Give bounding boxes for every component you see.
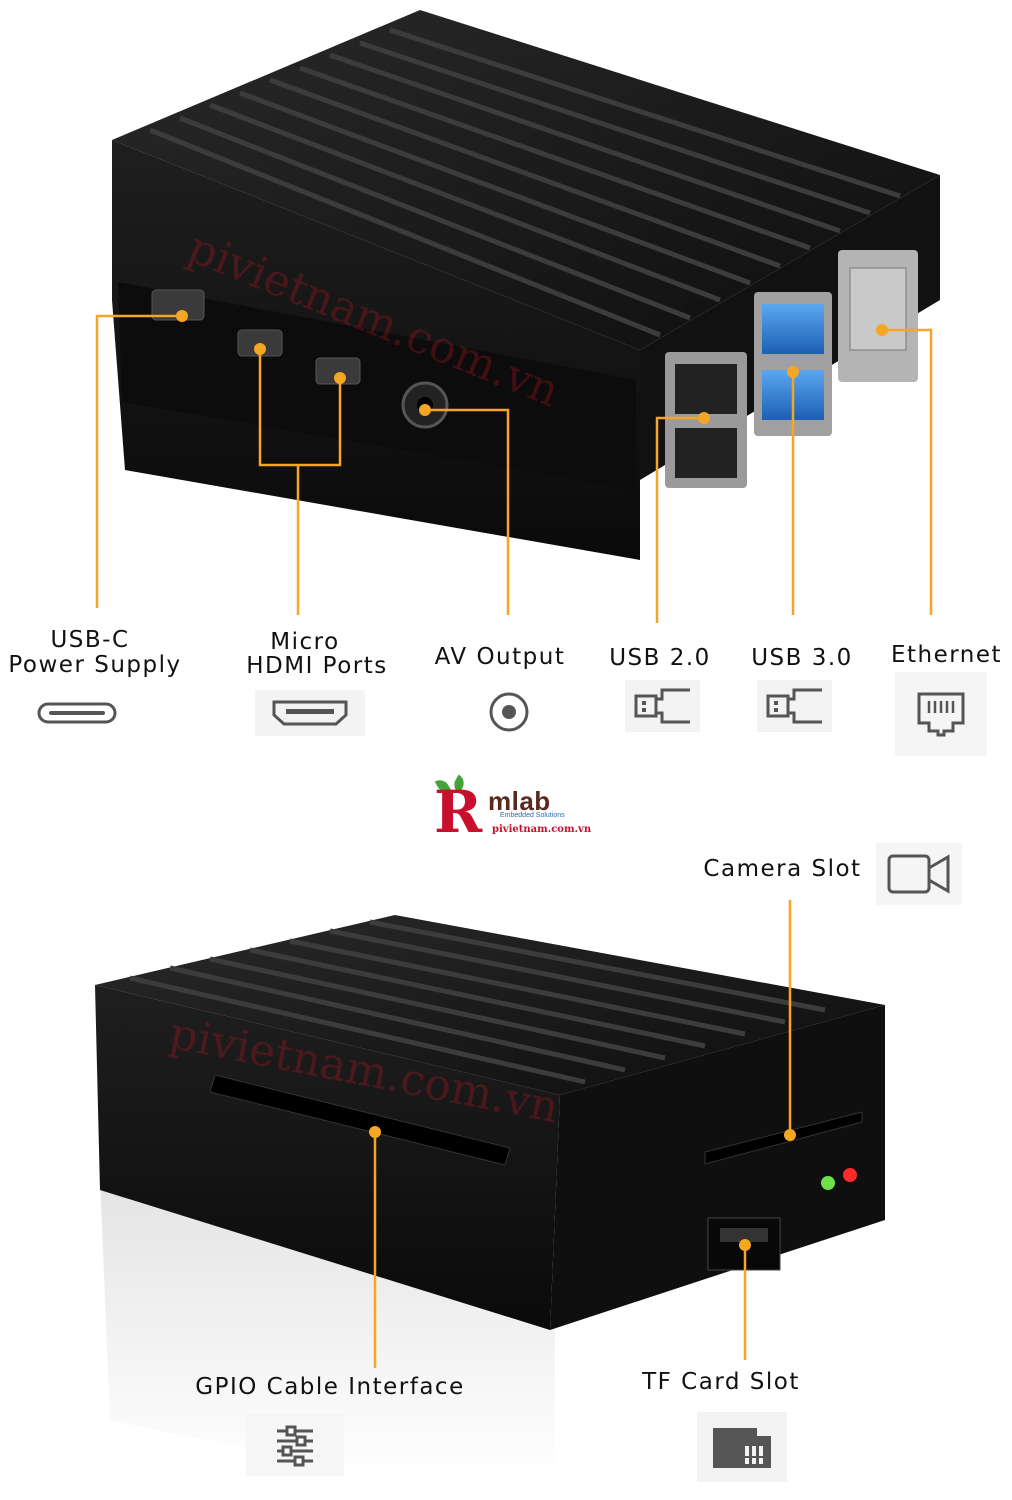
av-output-icon xyxy=(482,688,536,736)
label-tf-card: TF Card Slot xyxy=(642,1369,800,1395)
usb-c-icon xyxy=(34,694,120,732)
logo-letter: R xyxy=(434,778,483,846)
bottom-case xyxy=(95,915,885,1480)
label-usb3: USB 3.0 xyxy=(751,645,853,671)
hdmi-icon xyxy=(255,690,365,736)
top-case-fins xyxy=(149,27,901,338)
top-leader-dots xyxy=(176,310,888,424)
label-av-output: AV Output xyxy=(434,644,566,670)
label-hdmi-line1: Micro xyxy=(270,629,340,655)
bottom-case-front xyxy=(95,985,560,1330)
rmlab-logo: R mlab Embedded Solutions pivietnam.com.… xyxy=(432,774,592,850)
ethernet-icon xyxy=(895,672,987,756)
label-hdmi-line2: HDMI Ports xyxy=(246,653,388,679)
logo-tagline: Embedded Solutions xyxy=(500,812,565,819)
bottom-case-fins xyxy=(129,919,826,1085)
gpio-icon xyxy=(246,1414,344,1476)
top-leader-lines xyxy=(95,314,933,623)
bottom-case-reflection xyxy=(100,1180,555,1480)
camera-slot xyxy=(704,1111,863,1165)
label-gpio: GPIO Cable Interface xyxy=(195,1374,465,1400)
label-usbc-line2: Power Supply xyxy=(8,652,182,678)
logo-brand: mlab xyxy=(488,786,551,816)
top-case-lid xyxy=(112,10,940,350)
label-usbc-line1: USB-C xyxy=(50,627,130,653)
led-green xyxy=(821,1176,835,1190)
bottom-leader-dots xyxy=(369,1126,796,1251)
label-ethernet: Ethernet xyxy=(890,642,1003,668)
hdmi-port-2 xyxy=(315,357,361,385)
led-red xyxy=(843,1168,857,1182)
label-camera-slot: Camera Slot xyxy=(703,856,862,882)
gpio-slot xyxy=(209,1074,511,1166)
logo-site: pivietnam.com.vn xyxy=(492,824,592,835)
tf-card-icon xyxy=(697,1412,787,1482)
camera-icon xyxy=(876,843,962,905)
label-usb2: USB 2.0 xyxy=(609,645,711,671)
bottom-leader-lines xyxy=(373,900,792,1368)
usb2-icon xyxy=(625,680,700,732)
usb3-icon xyxy=(757,680,832,732)
bottom-case-side xyxy=(550,1005,885,1330)
